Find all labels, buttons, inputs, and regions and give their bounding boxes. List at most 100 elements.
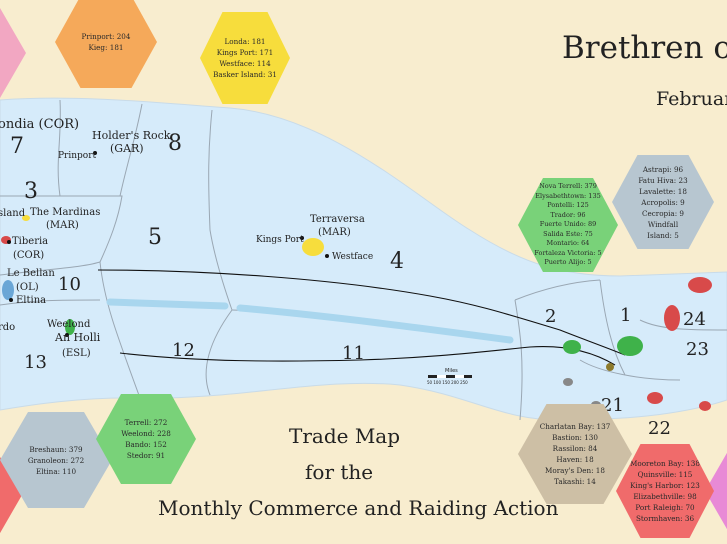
zone-24: 24 [683, 309, 706, 330]
port-dots [7, 151, 329, 337]
hex-entry: Takashi: 14 [554, 477, 596, 486]
grey-island [563, 378, 573, 386]
zone-1: 1 [620, 305, 631, 326]
scale-ticks: 50 100 150 200 250 [427, 380, 468, 385]
hex-entry: Kings Port: 171 [216, 48, 274, 57]
hex-entry: Acropolis: 9 [641, 197, 685, 207]
sea-region [0, 97, 727, 421]
label-eltina: Eltina [16, 295, 46, 306]
scale-label: Miles [445, 368, 458, 374]
label-holders-rock: Holder's Rock [92, 129, 171, 142]
zone-10: 10 [58, 274, 81, 295]
hex-entry: Trador: 96 [550, 210, 586, 219]
label-holders-rock-sub: (GAR) [110, 142, 144, 155]
label-tiberia: Tiberia [12, 236, 48, 247]
hex-entry: Moray's Den: 18 [545, 466, 605, 475]
hex-entry: Mooreton Bay: 138 [630, 459, 700, 468]
hex-entry: Terrell: 272 [124, 418, 168, 427]
hex-entry: Prinport: 204 [81, 32, 131, 41]
hex-entry: Weelond: 228 [121, 429, 171, 438]
zone-22: 22 [648, 418, 671, 439]
label-ondia: ondia (COR) [0, 117, 79, 132]
label-kings-port: Kings Port [256, 235, 304, 245]
zone-3: 4 [390, 249, 404, 274]
hex-entry: Basker Island: 31 [213, 70, 277, 79]
terraversa-island [302, 238, 324, 256]
hex-entry: Cecropia: 9 [641, 208, 684, 218]
mardinas-island [22, 215, 30, 221]
hex-entry: Puerto Alijo: 5 [544, 258, 592, 267]
label-mardinas: The Mardinas [30, 207, 100, 218]
hex-entry: Fatu Hiva: 23 [638, 175, 688, 185]
hex-entry: Eltina: 110 [35, 466, 77, 476]
zone-7: 5 [148, 225, 162, 250]
label-le-bellan-sub: (OL) [16, 282, 39, 293]
hex-entry: Bastion: 130 [552, 433, 598, 442]
trade-map-title-line3: Monthly Commerce and Raiding Action [158, 496, 559, 520]
zone-23: 23 [686, 339, 709, 360]
hex-entry: King's Harbor: 123 [630, 481, 700, 490]
zone-13: 13 [24, 352, 47, 373]
hex-entry: Stormhaven: 36 [635, 514, 695, 523]
hex-entry: Charlatan Bay: 137 [539, 422, 611, 431]
green-island-east [617, 336, 643, 356]
hex-entry: Londa: 181 [224, 37, 266, 46]
red-island-south [647, 392, 663, 404]
label-mardinas-sub: (MAR) [46, 220, 79, 231]
hex-entry: Westface: 114 [219, 59, 271, 68]
label-tiberia-sub: (COR) [13, 250, 44, 261]
zone-11: 11 [342, 343, 365, 364]
label-island: sland [0, 208, 26, 219]
label-weelond: Weelond [47, 319, 91, 330]
hex-entry: Rassilon: 84 [552, 444, 598, 453]
hex-entry: Bando: 152 [125, 440, 167, 449]
label-an-holli: An Holli [54, 331, 101, 344]
red-island-ne [688, 277, 712, 293]
green-island-small [563, 340, 581, 354]
map-title: Brethren of t [562, 30, 727, 66]
raid-lanes [106, 298, 514, 344]
hex-entry: Windfall [647, 219, 679, 229]
zone-numbers: 8 7 5 3 4 [10, 131, 404, 274]
hex-entry: Granoleon: 272 [27, 455, 85, 465]
hex-entry: Elizabethville: 98 [633, 492, 697, 501]
map-subtitle: February [656, 88, 727, 110]
label-westface: Westface [332, 252, 373, 262]
hex-entry: Fuerte Unido: 89 [539, 220, 597, 229]
le-bellan-island [2, 280, 14, 300]
zone-12: 12 [172, 340, 195, 361]
zone-5: 7 [10, 134, 24, 159]
hex-entry: Elysabethtown: 135 [535, 191, 601, 200]
label-le-bellan: Le Bellan [7, 268, 55, 279]
label-terraversa-sub: (MAR) [318, 227, 351, 238]
hex-entry: Stedor: 91 [126, 451, 166, 460]
hex-entry: Astrapi: 96 [642, 164, 684, 174]
label-an-holli-sub: (ESL) [62, 348, 91, 359]
label-rdo: rdo [0, 322, 15, 333]
trade-routes [97, 269, 626, 366]
hex-entry: Haven: 18 [556, 455, 594, 464]
hex-entry: Lavalette: 18 [639, 186, 687, 196]
red-island-east [664, 305, 680, 331]
hex-entry: Salida Este: 75 [543, 229, 593, 238]
zone-2: 2 [545, 306, 556, 327]
hex-entry: Pontelli: 125 [547, 201, 589, 210]
label-prinport: Prinport [58, 151, 97, 161]
place-labels: ondia (COR) Holder's Rock (GAR) Prinport… [0, 117, 373, 359]
hex-entry: Breshaun: 379 [29, 444, 83, 454]
hex-entry: Nova Terrell: 379 [539, 182, 597, 191]
hex-entry: Fortaleza Victoria: 5 [534, 248, 602, 257]
hex-entry: Kieg: 181 [88, 43, 124, 52]
zone-4: 8 [168, 131, 182, 156]
red-island-se [699, 401, 711, 411]
